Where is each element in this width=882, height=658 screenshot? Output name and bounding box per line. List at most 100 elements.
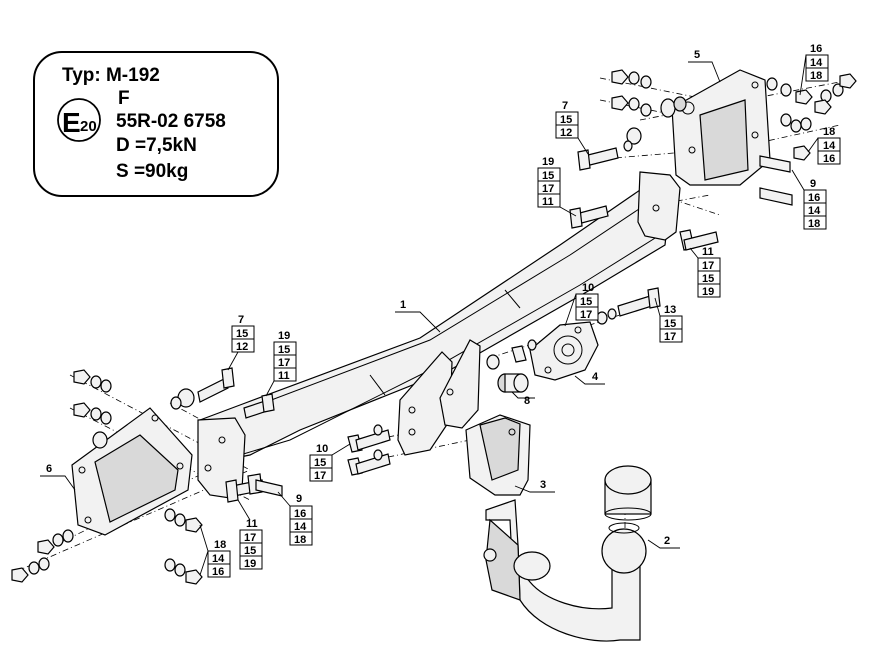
stack-9-16-14-18-low: 9 16 14 18 [277,491,313,546]
left-side-plate [71,407,193,536]
hardware-left [11,369,203,585]
s-value: S =90kg [116,161,188,182]
svg-text:19: 19 [542,156,554,168]
callout-4: 4 [574,371,605,385]
svg-text:8: 8 [524,395,530,407]
bolt-11-right [679,229,719,251]
stack-13-15-17: 13 15 17 [654,297,683,343]
stack-19-15-17-11-left: 19 15 17 11 [265,330,297,397]
bolts-9-11-low [225,473,283,503]
svg-text:14: 14 [212,553,225,565]
stack-19-15-17-11-top: 19 15 17 11 [537,156,577,217]
callout-3: 3 [514,479,555,493]
svg-text:14: 14 [808,205,821,217]
bolt-11-top [569,205,609,229]
svg-text:15: 15 [580,296,592,308]
svg-text:10: 10 [582,282,594,294]
svg-text:17: 17 [314,470,326,482]
ball-neck [483,465,652,642]
hardware-top-left [611,69,687,145]
svg-text:15: 15 [236,328,248,340]
svg-text:4: 4 [592,371,599,383]
svg-text:6: 6 [46,463,52,475]
approval-number: 55R-02 6758 [116,111,226,132]
stack-18-14-16-low: 18 14 16 [199,524,231,578]
svg-text:15: 15 [702,273,714,285]
svg-text:12: 12 [560,127,572,139]
bolt-11-left [243,393,275,419]
svg-text:10: 10 [316,443,328,455]
svg-text:5: 5 [694,49,700,61]
info-box-frame [33,51,279,197]
svg-text:19: 19 [244,558,256,570]
e-mark-number: 20 [80,118,97,135]
stack-16-14-18-top: 16 14 18 [799,43,829,96]
svg-text:2: 2 [664,535,670,547]
svg-text:17: 17 [580,309,592,321]
svg-text:17: 17 [278,357,290,369]
spacer-sleeve [486,354,529,393]
svg-text:15: 15 [664,318,676,330]
svg-text:14: 14 [810,57,823,69]
stack-9-16-14-18-right: 9 16 14 18 [791,169,827,230]
svg-text:16: 16 [212,566,224,578]
svg-text:19: 19 [702,286,714,298]
type-line: Typ: M-192 [62,65,160,86]
bolt-10-top [511,339,537,363]
callout-5: 5 [688,49,721,83]
svg-text:11: 11 [278,370,290,382]
svg-text:18: 18 [294,534,306,546]
svg-text:15: 15 [244,545,256,557]
callout-8: 8 [511,391,535,407]
svg-text:11: 11 [246,518,258,530]
svg-text:18: 18 [214,539,226,551]
hardware-top-right [759,73,857,206]
d-value: D =7,5kN [116,135,197,156]
e-mark-circle [57,98,101,142]
bolts-10-low [347,424,391,476]
svg-text:16: 16 [810,43,822,55]
svg-text:17: 17 [702,260,714,272]
stack-10-15-17-low: 10 15 17 [309,443,351,482]
bolt-13 [596,287,661,325]
right-side-plate [671,69,771,186]
svg-text:16: 16 [294,508,306,520]
stack-18-14-16-mid: 18 14 16 [807,126,841,165]
callout-2: 2 [647,535,680,549]
svg-text:1: 1 [400,299,406,311]
svg-text:12: 12 [236,341,248,353]
receiver-block [465,414,531,496]
stack-11-17-15-19-low: 11 17 15 19 [237,499,263,570]
stack-7-15-12-left: 7 15 12 [227,314,255,371]
main-crossbeam [197,171,681,499]
svg-text:9: 9 [810,178,816,190]
svg-text:13: 13 [664,304,676,316]
svg-text:18: 18 [810,70,822,82]
svg-text:19: 19 [278,330,290,342]
svg-text:15: 15 [542,170,554,182]
svg-text:17: 17 [542,183,554,195]
callout-6: 6 [40,463,76,491]
svg-text:9: 9 [296,493,302,505]
svg-text:15: 15 [278,344,290,356]
callout-1: 1 [395,299,441,333]
svg-text:14: 14 [294,521,307,533]
e-mark-letter: E [62,107,81,138]
svg-text:14: 14 [823,140,836,152]
stack-7-15-12-top: 7 15 12 [555,100,589,155]
svg-text:3: 3 [540,479,546,491]
svg-text:17: 17 [244,532,256,544]
bolt-7-top [577,140,633,171]
svg-text:11: 11 [702,246,714,258]
svg-text:17: 17 [664,331,676,343]
class-line: F [118,88,130,109]
svg-text:18: 18 [823,126,835,138]
socket-plate [529,321,599,381]
svg-text:15: 15 [560,114,572,126]
stack-10-15-17-top: 10 15 17 [564,282,599,327]
svg-text:15: 15 [314,457,326,469]
svg-text:11: 11 [542,196,554,208]
approval-info-box: Typ: M-192 F E 20 55R-02 6758 D =7,5kN S… [33,51,279,197]
svg-text:18: 18 [808,218,820,230]
